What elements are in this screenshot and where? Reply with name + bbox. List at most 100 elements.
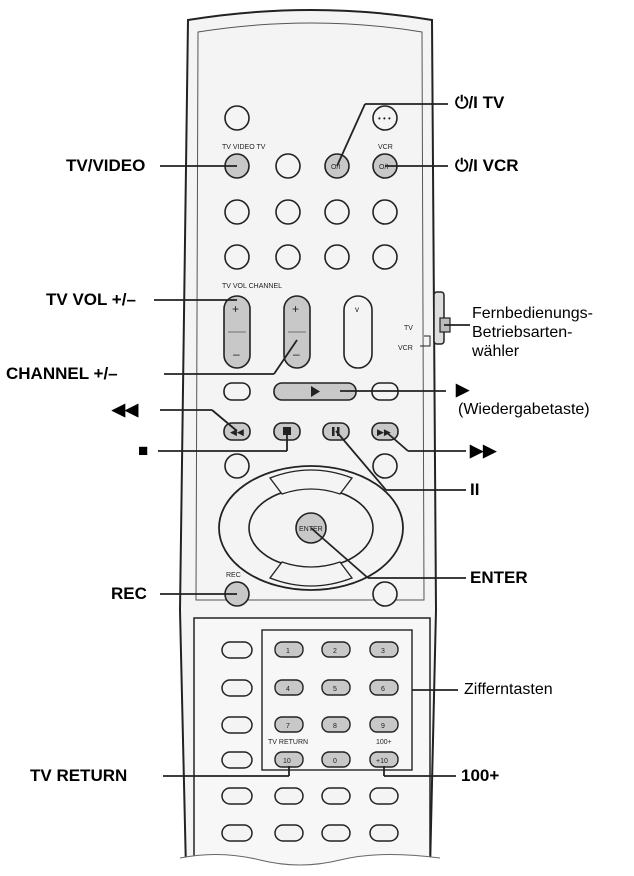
callout-mode-switch-1: Fernbedienungs- [472,305,593,322]
number-key-9-label: 9 [381,723,385,730]
button-left-mid[interactable] [224,453,250,479]
callout-tv-return: TV RETURN [30,766,128,785]
svg-text:+: + [232,302,239,316]
power-vcr-glyph: O/I [379,164,388,171]
svg-text:v: v [355,305,359,314]
callout-power-tv: ⏻/I TV [455,93,505,112]
lower-left-button-2[interactable] [221,679,253,697]
number-key-1[interactable] [274,641,304,658]
bottom-button-2[interactable] [274,787,304,805]
lower-left-button-1[interactable] [221,641,253,659]
callout-play-symbol: ▶ [456,380,470,399]
rec-label: REC [226,572,241,579]
button-r4c1[interactable] [224,244,250,270]
button-r4c3[interactable] [324,244,350,270]
leader-enter [310,527,369,579]
number-key-7-label: 7 [286,723,290,730]
button-right-mid[interactable] [372,453,398,479]
number-key-5-label: 5 [333,686,337,693]
number-key-0-label: 0 [333,758,337,765]
number-key-3[interactable] [369,641,399,658]
button-r3c1[interactable] [224,199,250,225]
tv-video-tv-label: TV VIDEO TV [222,144,266,151]
vcr-label: VCR [378,144,393,151]
tv-return-key-label: TV RETURN [268,739,308,746]
callout-rewind: ◀◀ [112,400,139,419]
number-key-1-label: 1 [286,648,290,655]
callout-pause: II [470,480,480,499]
button-t1c1[interactable] [223,382,251,401]
number-key-8-label: 8 [333,723,337,730]
callout-rec: REC [111,584,147,603]
leader-fast-forward [384,430,409,452]
callout-power-vcr: ⏻/I VCR [455,156,519,175]
top-dots-button[interactable] [372,105,398,131]
callout-enter: ENTER [470,568,528,587]
button-bottom-right[interactable] [372,581,398,607]
button-r4c2[interactable] [275,244,301,270]
number-key-9[interactable] [369,716,399,733]
svg-text:• • •: • • • [378,114,391,123]
callout-play-description: (Wiedergabetaste) [458,401,590,418]
leader-power-tv [336,103,366,167]
callout-hundred-plus: 100+ [461,766,500,785]
number-key-2-label: 2 [333,648,337,655]
bottom-button-8[interactable] [369,824,399,842]
callout-mode-switch-3: wähler [472,343,520,360]
remote-inner-edge [195,22,425,601]
button-r2c2[interactable] [275,153,301,179]
svg-text:+: + [292,302,299,316]
callout-mode-switch-2: Betriebsarten- [472,324,573,341]
bottom-button-3[interactable] [321,787,351,805]
power-tv-glyph: O/I [331,164,340,171]
number-key-5[interactable] [321,679,351,696]
svg-text:▶▶: ▶▶ [377,427,391,437]
lower-left-button-4[interactable] [221,751,253,769]
number-key-4[interactable] [274,679,304,696]
callout-number-keys: Zifferntasten [464,681,553,698]
leader-pause [335,430,387,491]
number-key-8[interactable] [321,716,351,733]
bottom-button-5[interactable] [221,824,253,842]
hundred-plus-key-label: 100+ [376,739,392,746]
callout-channel: CHANNEL +/– [6,364,118,383]
number-key-frame [261,629,413,771]
callout-fast-forward: ▶▶ [470,441,497,460]
lower-left-button-3[interactable] [221,716,253,734]
number-key-0[interactable] [321,751,351,768]
switch-vcr-label: VCR [398,345,413,352]
rewind-button[interactable] [223,422,251,441]
button-r4c4[interactable] [372,244,398,270]
bottom-button-1[interactable] [221,787,253,805]
number-key-4-label: 4 [286,686,290,693]
button-r3c3[interactable] [324,199,350,225]
callout-stop: ■ [138,441,149,460]
bottom-button-6[interactable] [274,824,304,842]
svg-text:–: – [293,347,300,361]
number-key-plus10-label: +10 [376,758,388,765]
top-button[interactable] [224,105,250,131]
bottom-button-7[interactable] [321,824,351,842]
enter-button-label: ENTER [299,526,323,533]
number-key-6-label: 6 [381,686,385,693]
tv-vol-channel-label: TV VOL CHANNEL [222,283,282,290]
dpad-up[interactable] [268,469,354,495]
number-key-3-label: 3 [381,648,385,655]
switch-tv-label: TV [404,325,413,332]
number-key-2[interactable] [321,641,351,658]
button-r3c4[interactable] [372,199,398,225]
number-key-7[interactable] [274,716,304,733]
torn-edge [180,854,440,876]
number-key-10-label: 10 [283,758,291,765]
dpad-down[interactable] [268,561,354,587]
callout-tv-video: TV/VIDEO [66,156,146,175]
leader-lines [154,103,470,777]
oval-button[interactable] [343,295,373,369]
svg-text:–: – [233,347,240,361]
number-key-6[interactable] [369,679,399,696]
callout-tv-vol: TV VOL +/– [46,290,136,309]
button-r3c2[interactable] [275,199,301,225]
bottom-button-4[interactable] [369,787,399,805]
svg-text:◀◀: ◀◀ [230,427,244,437]
